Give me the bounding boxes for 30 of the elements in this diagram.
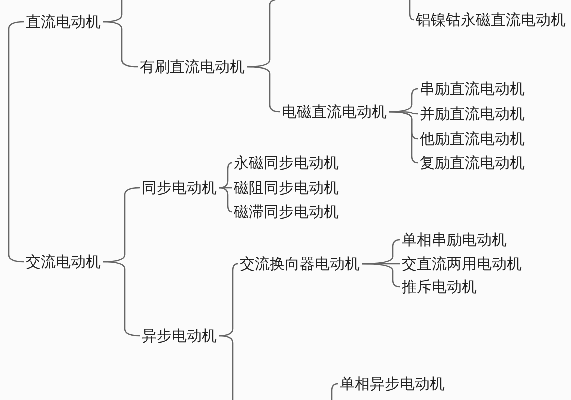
category-label: 交流换向器电动机 (240, 254, 360, 274)
category-label: 磁滞同步电动机 (234, 202, 339, 222)
brace-connector (389, 111, 418, 164)
brace-connector (218, 335, 234, 400)
category-label: 交直流两用电动机 (402, 254, 522, 274)
brace-connector (218, 187, 232, 213)
category-label: 异步电动机 (142, 326, 217, 346)
brace-connector (102, 21, 138, 68)
category-label: 磁阻同步电动机 (234, 178, 339, 198)
category-label: 电磁直流电动机 (282, 102, 387, 122)
category-label: 单相异步电动机 (340, 374, 445, 394)
category-label: 他励直流电动机 (420, 129, 525, 149)
category-label: 有刷直流电动机 (140, 57, 245, 77)
category-label: 直流电动机 (26, 12, 101, 32)
category-label: 推斥电动机 (402, 277, 477, 297)
category-label: 铝镍钴永磁直流电动机 (416, 10, 566, 30)
brace-connector (103, 261, 140, 337)
brace-connector (362, 263, 400, 288)
brace-connector (8, 21, 24, 140)
category-label: 单相串励电动机 (402, 230, 507, 250)
category-label: 同步电动机 (142, 178, 217, 198)
category-label: 复励直流电动机 (420, 153, 525, 173)
brace-connector (409, 0, 414, 21)
category-label: 永磁同步电动机 (234, 153, 339, 173)
category-label: 并励直流电动机 (420, 104, 525, 124)
category-label: 交流电动机 (26, 252, 101, 272)
brace-connector (8, 140, 24, 263)
brace-connector (331, 383, 338, 400)
brace-connector (218, 162, 232, 189)
category-label: 串励直流电动机 (420, 79, 525, 99)
